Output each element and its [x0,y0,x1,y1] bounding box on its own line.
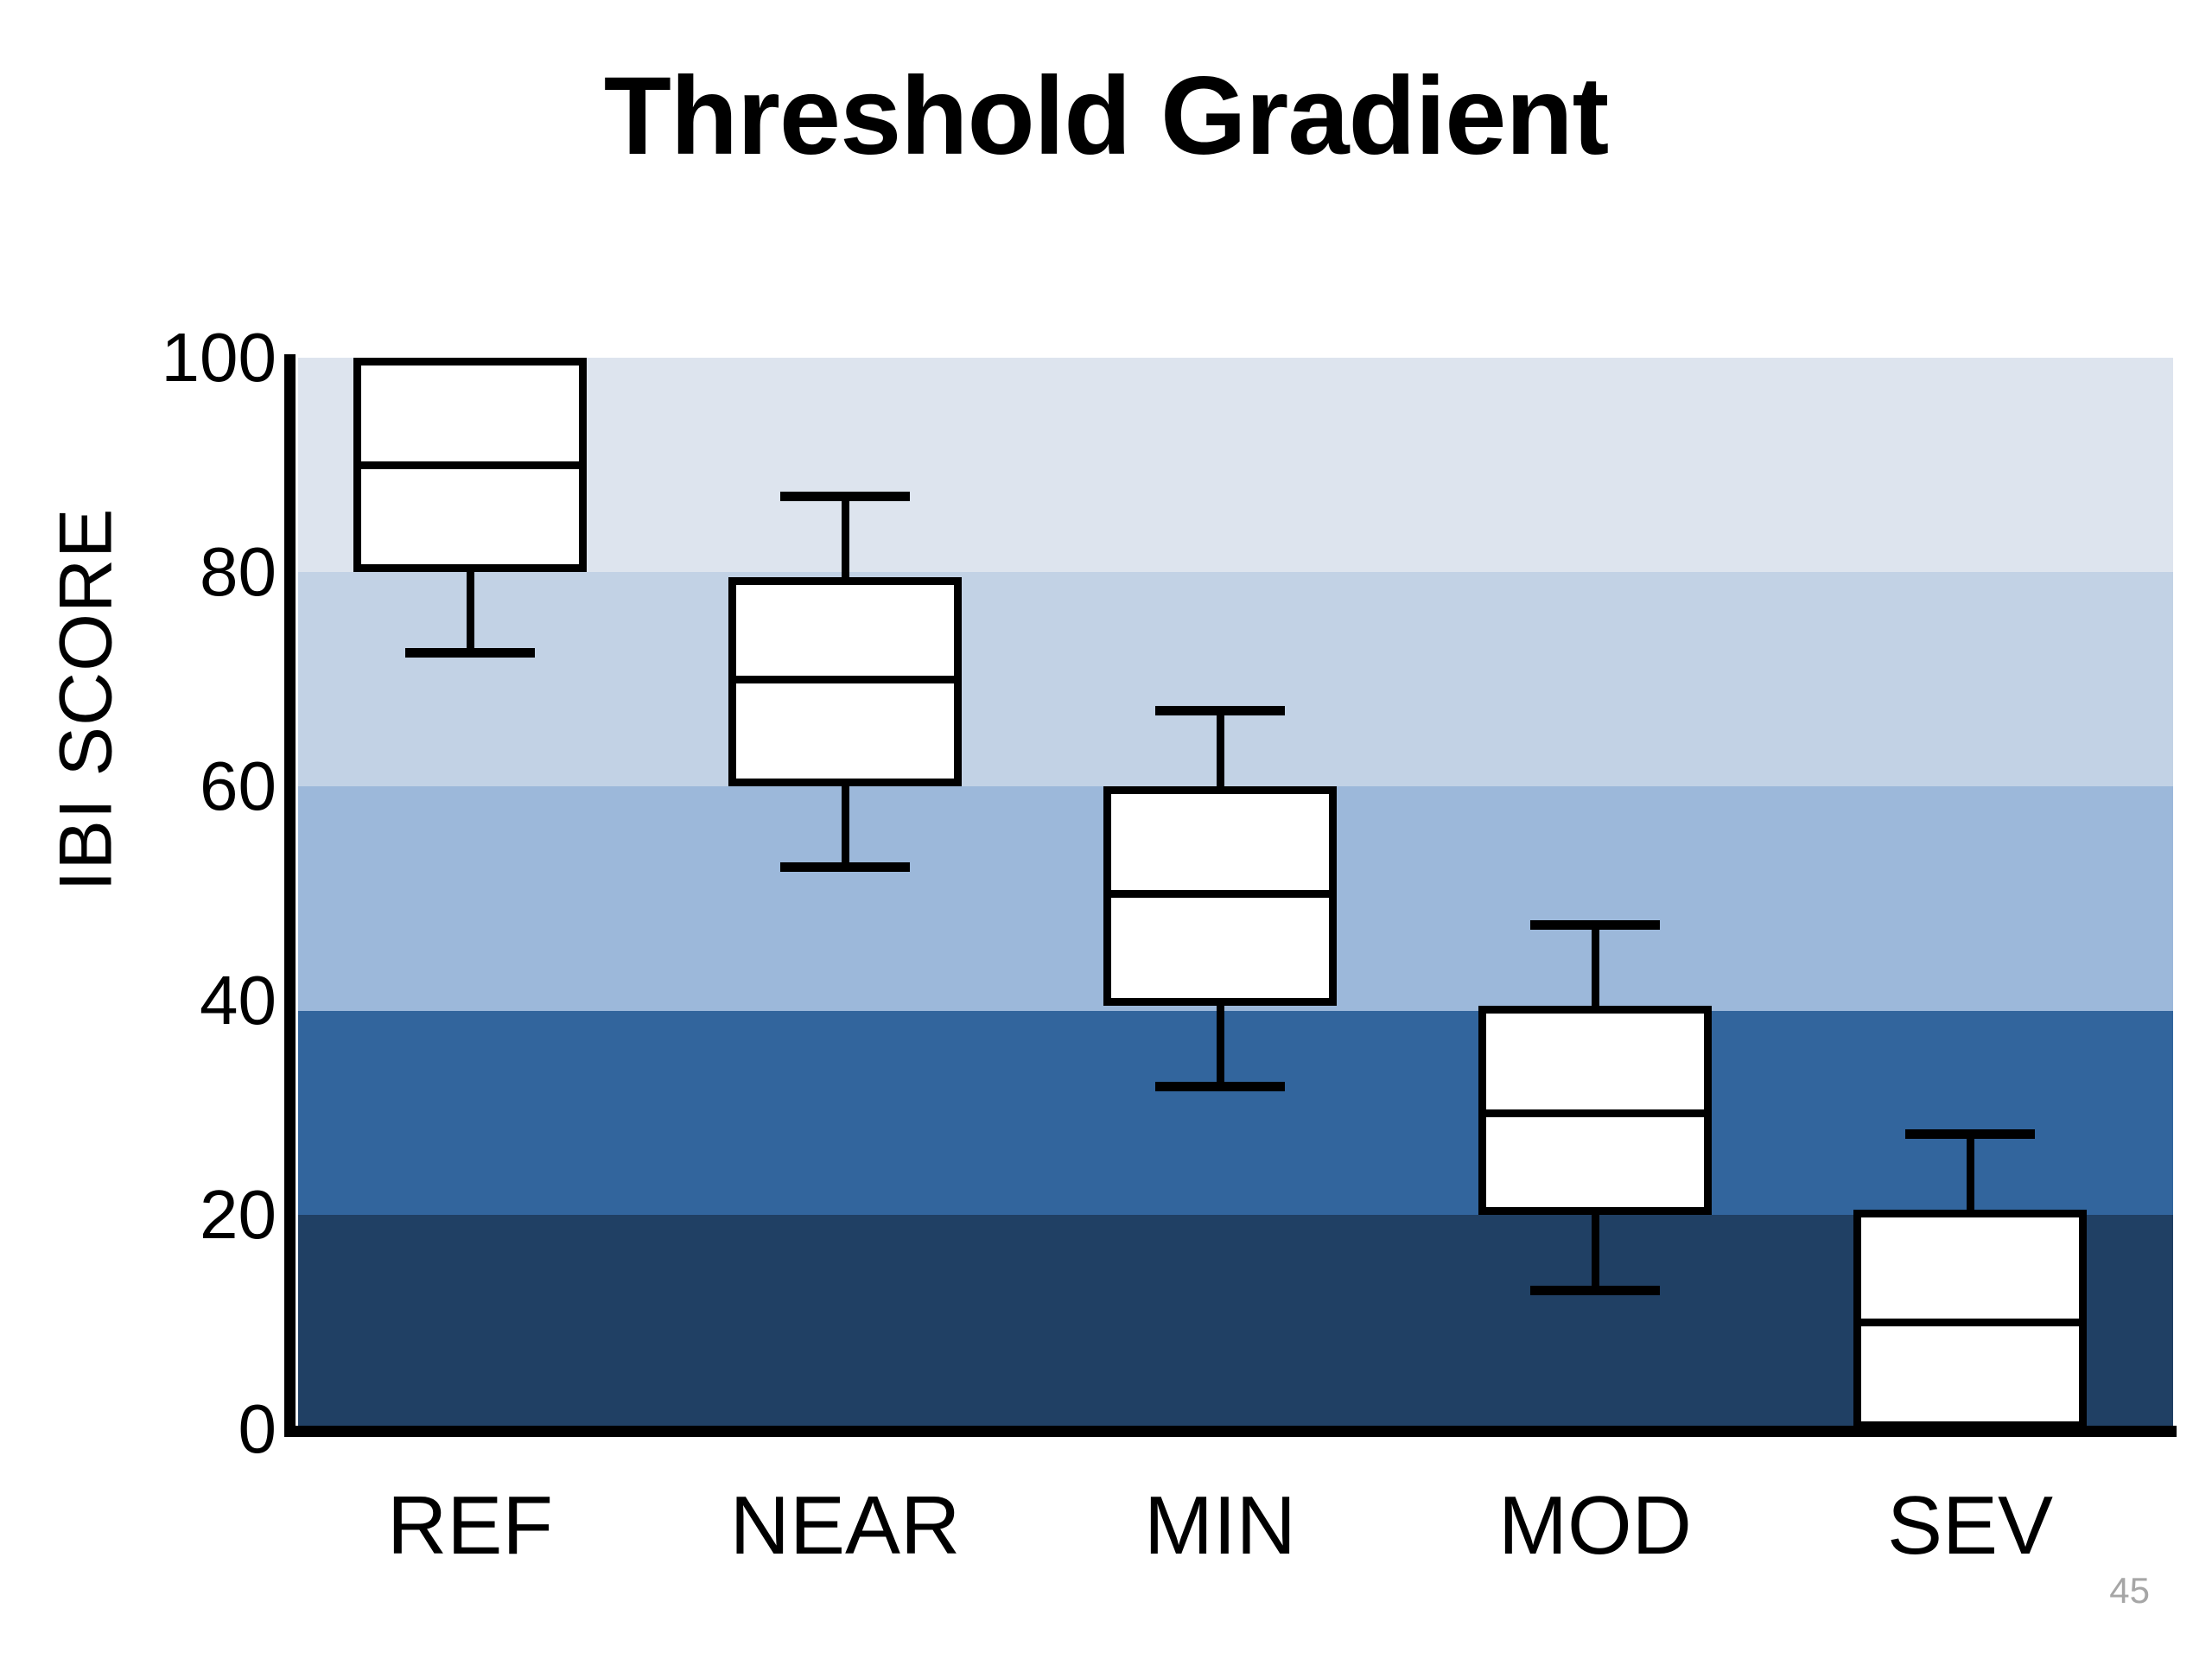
median-line [353,461,587,469]
x-tick-label-min: MIN [1144,1479,1296,1572]
x-axis-line [284,1426,2177,1437]
y-axis-line [284,354,296,1434]
whisker-lower-stem [1217,1006,1224,1092]
threshold-band [298,1011,2173,1215]
page-title: Threshold Gradient [603,54,1610,178]
whisker-upper-cap [780,492,910,501]
whisker-upper-stem [1592,920,1599,1007]
y-tick-label: 40 [200,962,276,1039]
y-tick-label: 100 [161,319,276,396]
median-line [1478,1109,1712,1118]
whisker-lower-cap [1530,1286,1660,1295]
whisker-lower-stem [467,572,474,658]
whisker-upper-stem [1967,1128,1974,1210]
whisker-lower-cap [780,862,910,873]
x-tick-label-mod: MOD [1498,1479,1692,1572]
threshold-band [298,572,2173,786]
whisker-upper-cap [1155,706,1285,715]
y-tick-label: 20 [200,1176,276,1253]
threshold-band [298,358,2173,572]
whisker-upper-stem [842,492,849,578]
x-tick-label-near: NEAR [729,1479,961,1572]
x-tick-label-sev: SEV [1886,1479,2054,1572]
whisker-upper-stem [1217,706,1224,786]
y-tick-label: 0 [238,1390,277,1467]
whisker-lower-cap [405,648,535,658]
median-line [728,676,962,683]
whisker-upper-cap [1530,920,1660,930]
whisker-lower-stem [842,786,849,873]
y-tick-label: 80 [200,533,276,610]
x-tick-label-ref: REF [387,1479,553,1572]
whisker-lower-stem [1592,1215,1599,1295]
y-tick-label: 60 [200,747,276,824]
median-line [1103,890,1337,898]
page-number: 45 [2109,1570,2150,1611]
median-line [1853,1319,2087,1326]
whisker-upper-cap [1905,1128,2035,1139]
whisker-lower-cap [1155,1082,1285,1092]
